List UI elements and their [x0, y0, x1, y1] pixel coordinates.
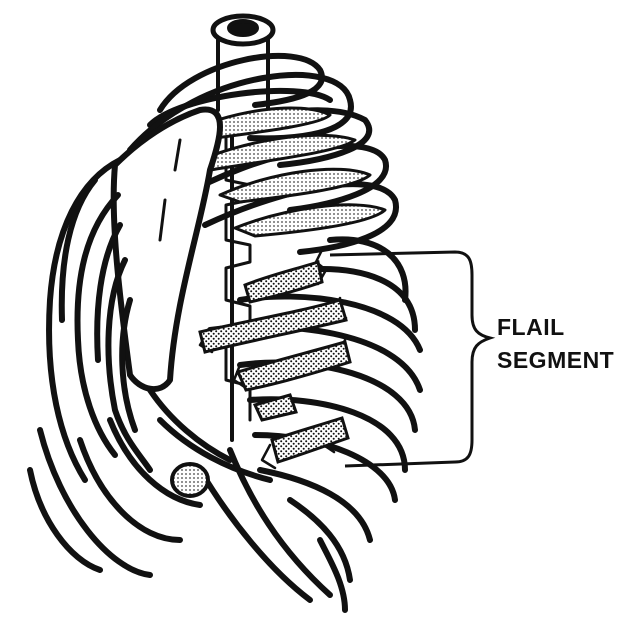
- right-ribs: [210, 239, 420, 610]
- flail-label: FLAIL: [497, 316, 565, 339]
- flail-segments: [200, 262, 350, 462]
- segment-label: SEGMENT: [497, 349, 614, 372]
- flail-bracket: [330, 252, 490, 466]
